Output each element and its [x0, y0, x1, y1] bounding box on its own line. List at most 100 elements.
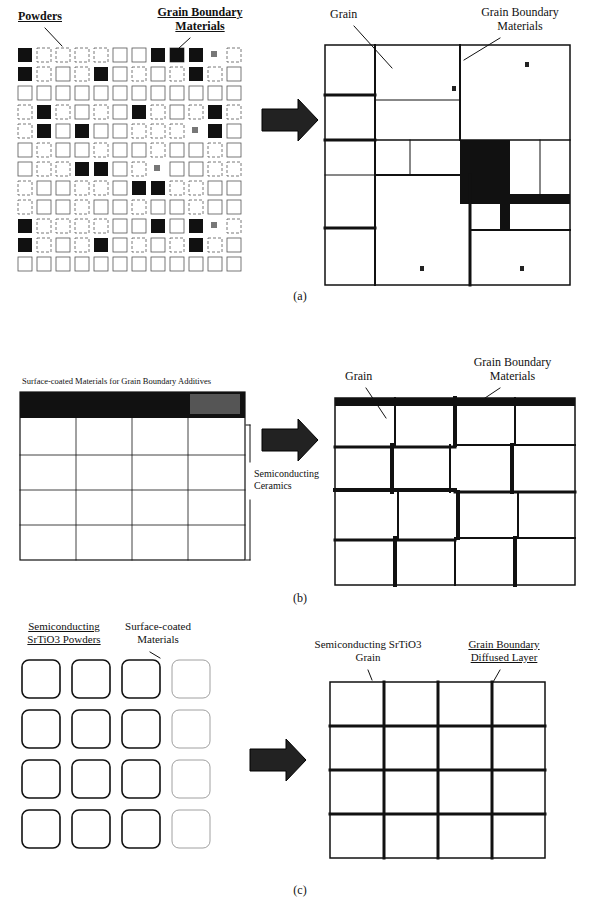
- surface-coated-powder: [172, 760, 210, 798]
- powder-particle: [37, 162, 51, 176]
- coating-layer: [190, 394, 240, 414]
- powder-particle: [94, 219, 108, 233]
- powder-particle: [227, 105, 241, 119]
- grain-boundary-particle: [151, 181, 165, 195]
- powder-particle: [113, 162, 127, 176]
- powder-particle: [94, 143, 108, 157]
- powder-particle: [18, 124, 32, 138]
- powder-particle: [151, 67, 165, 81]
- panel-caption: (c): [270, 884, 330, 898]
- powder-particle: [94, 257, 108, 271]
- powder-particle: [208, 67, 222, 81]
- part-label: Grain Boundary Materials: [455, 356, 570, 384]
- surface-coated-powder: [172, 710, 210, 748]
- semiconducting-powder: [72, 760, 110, 798]
- powder-particle: [227, 48, 241, 62]
- powder-particle: [56, 124, 70, 138]
- powder-particle: [227, 67, 241, 81]
- powder-particle: [18, 181, 32, 195]
- powder-particle: [37, 200, 51, 214]
- powder-particle: [227, 257, 241, 271]
- powder-particle: [208, 143, 222, 157]
- powder-particle: [37, 67, 51, 81]
- powder-particle: [37, 219, 51, 233]
- boundary-line: [514, 398, 516, 445]
- powder-particle: [56, 105, 70, 119]
- boundary-line: [20, 490, 245, 491]
- ceramic-outline: [325, 45, 570, 285]
- powder-particle: [227, 86, 241, 100]
- powder-particle: [208, 162, 222, 176]
- powder-particle: [113, 257, 127, 271]
- part-label: Semiconducting Ceramics: [254, 468, 334, 491]
- boundary-line: [20, 525, 245, 526]
- powder-particle: [208, 257, 222, 271]
- panel-caption: (a): [270, 290, 330, 304]
- grain-boundary-particle: [132, 105, 146, 119]
- powder-particle: [113, 200, 127, 214]
- powder-particle: [75, 200, 89, 214]
- leader-line: [45, 28, 62, 46]
- grain-boundary-particle: [18, 219, 32, 233]
- powder-particle: [113, 219, 127, 233]
- powder-particle: [170, 86, 184, 100]
- boundary-line: [393, 538, 397, 585]
- powder-particle: [37, 143, 51, 157]
- powder-particle: [227, 162, 241, 176]
- boundary-line: [374, 45, 376, 285]
- semiconducting-powder: [72, 660, 110, 698]
- powder-particle: [132, 86, 146, 100]
- grain-boundary-particle: [189, 219, 203, 233]
- powder-particle: [189, 143, 203, 157]
- powder-particle: [132, 143, 146, 157]
- inclusion-dot: [452, 86, 456, 91]
- panel-caption: (b): [270, 592, 330, 606]
- powder-particle: [208, 86, 222, 100]
- part-label: Grain: [330, 8, 390, 22]
- bracket-line: [246, 425, 250, 426]
- powder-particle: [132, 257, 146, 271]
- powder-particle: [56, 200, 70, 214]
- powder-particle: [18, 162, 32, 176]
- inclusion-dot: [525, 62, 529, 67]
- boundary-line: [453, 398, 457, 445]
- powder-particle: [75, 105, 89, 119]
- powder-particle: [56, 162, 70, 176]
- boundary-line: [325, 227, 375, 230]
- powder-particle: [227, 200, 241, 214]
- powder-particle: [170, 124, 184, 138]
- powder-particle: [132, 238, 146, 252]
- powder-particle: [132, 67, 146, 81]
- grain-boundary-particle: [18, 238, 32, 252]
- leader-line: [366, 388, 386, 418]
- powder-particle: [94, 200, 108, 214]
- inclusion-dot: [420, 266, 424, 271]
- boundary-line: [470, 229, 570, 231]
- leader-line: [492, 670, 500, 684]
- process-arrow: [262, 99, 318, 141]
- grain-boundary-particle: [75, 124, 89, 138]
- boundary-line: [330, 725, 545, 728]
- part-label: Grain: [345, 370, 405, 384]
- leader-line: [354, 26, 392, 68]
- boundary-line: [455, 537, 575, 539]
- boundary-line: [325, 139, 375, 142]
- bracket-line: [250, 425, 251, 462]
- grain-boundary-particle: [132, 181, 146, 195]
- leader-line: [178, 38, 190, 49]
- boundary-line: [76, 418, 77, 560]
- powder-particle: [170, 105, 184, 119]
- grain-boundary-particle: [94, 238, 108, 252]
- powder-particle: [113, 86, 127, 100]
- coating-layer: [20, 392, 245, 418]
- ceramic-outline: [335, 398, 575, 585]
- part-label: Grain Boundary Materials: [150, 6, 250, 34]
- powder-particle: [227, 181, 241, 195]
- semiconducting-powder: [122, 710, 160, 748]
- grain-boundary-particle: [75, 162, 89, 176]
- boundary-line: [390, 445, 394, 492]
- part-label: Surface-coated Materials for Grain Bound…: [22, 377, 247, 387]
- boundary-line: [330, 769, 545, 772]
- part-label: Semiconducting SrTiO3 Powders: [12, 620, 116, 645]
